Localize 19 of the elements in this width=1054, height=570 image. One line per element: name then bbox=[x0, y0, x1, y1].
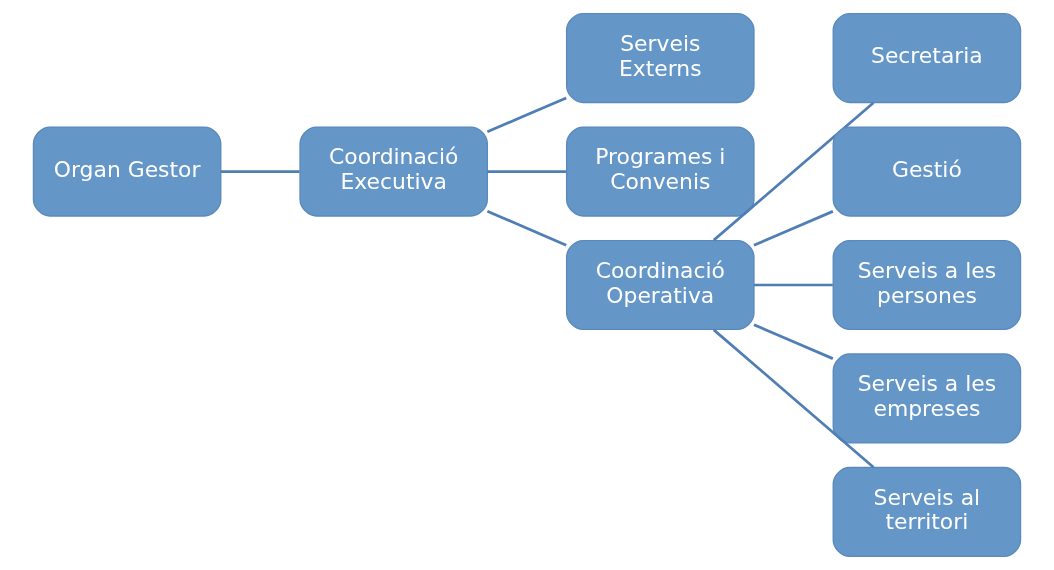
node-box: Serveis a les persones bbox=[832, 239, 1022, 331]
connector bbox=[486, 209, 567, 247]
connector bbox=[486, 96, 567, 134]
node-box: Organ Gestor bbox=[32, 126, 222, 217]
connector bbox=[712, 101, 875, 242]
node-box: Serveis al territori bbox=[832, 466, 1022, 558]
connector bbox=[487, 170, 567, 173]
node-box: Serveis a les empreses bbox=[832, 353, 1022, 444]
node-box: Coordinació Executiva bbox=[299, 126, 489, 217]
connector bbox=[753, 283, 833, 287]
node-box: Secretaria bbox=[832, 12, 1022, 104]
node-box: Programes i Convenis bbox=[565, 126, 755, 217]
connector bbox=[220, 170, 300, 173]
connector bbox=[753, 323, 834, 360]
node-box: Serveis Externs bbox=[565, 12, 755, 104]
connector bbox=[753, 210, 834, 247]
node-box: Coordinació Operativa bbox=[565, 239, 755, 331]
node-box: Gestió bbox=[832, 126, 1022, 217]
connector bbox=[712, 328, 875, 469]
